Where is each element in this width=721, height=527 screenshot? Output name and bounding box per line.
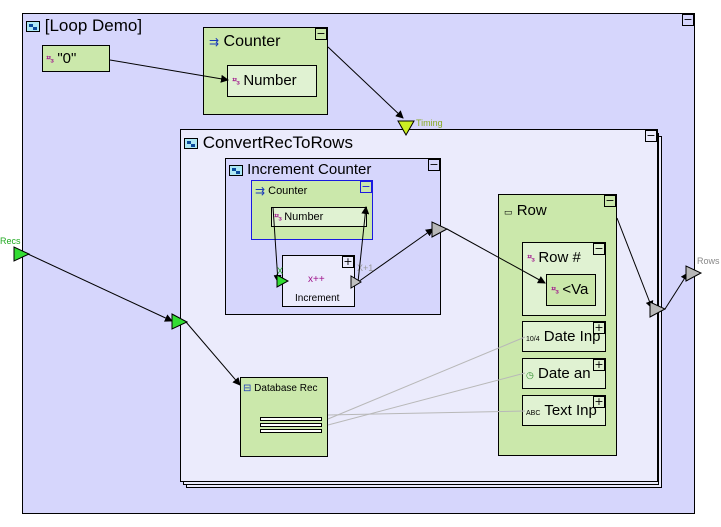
number-icon: ¹²₃ (232, 76, 240, 87)
increment-node[interactable]: x++ Increment + (282, 255, 355, 307)
component-icon (184, 138, 198, 150)
recs-input-port[interactable] (13, 246, 31, 262)
increment-in-label: X (277, 266, 284, 276)
row-title: Row (516, 202, 547, 219)
number-list-icon: ¹²₃ (46, 54, 54, 65)
datetime-input-field[interactable]: ◷ Date an + (522, 358, 606, 389)
text-input-field[interactable]: ABC Text Inp + (522, 395, 606, 426)
increment-out-label: X+1 (357, 263, 374, 273)
number-icon: ¹²₃ (527, 253, 535, 264)
increment-label: Increment (295, 293, 340, 304)
timing-port[interactable] (397, 120, 415, 137)
row-number-value[interactable]: ¹²₃ <Va (546, 274, 596, 306)
rows-output-port[interactable] (685, 265, 703, 282)
row-node[interactable]: ▭ Row − ¹²₃ Row # − ¹²₃ <Va 10/4 Date In… (498, 194, 617, 456)
expand-button[interactable]: + (593, 395, 605, 408)
number-icon: ¹²₃ (551, 285, 559, 296)
collapse-button[interactable]: − (604, 194, 616, 207)
collapse-button[interactable]: − (428, 158, 440, 171)
collapse-button[interactable]: − (360, 180, 372, 193)
wire[interactable] (357, 228, 434, 283)
row-icon: ▭ (504, 207, 513, 217)
database-record-node[interactable]: ⊟ Database Rec (240, 377, 328, 457)
collapse-button[interactable]: − (315, 27, 327, 40)
expand-button[interactable]: + (593, 321, 605, 334)
collapse-button[interactable]: − (645, 129, 657, 142)
field-bar (260, 417, 322, 421)
wire[interactable] (327, 372, 526, 426)
inner-counter-node[interactable]: ⇉ Counter − ¹²₃ Number (251, 180, 373, 240)
wire[interactable] (327, 410, 526, 416)
expand-button[interactable]: + (342, 255, 354, 268)
number-field[interactable]: ¹²₃ Number (271, 207, 367, 227)
loop-demo-title: [Loop Demo] (26, 16, 142, 36)
increment-counter-out-port[interactable] (431, 221, 449, 238)
convert-title: ConvertRecToRows (202, 133, 353, 152)
number-field[interactable]: ¹²₃ Number (227, 65, 317, 97)
rows-port-label: Rows (697, 256, 720, 266)
wire[interactable] (272, 206, 282, 283)
wire[interactable] (664, 272, 689, 310)
wire[interactable] (446, 228, 546, 284)
component-icon (229, 164, 243, 176)
text-input-icon: ABC (526, 410, 541, 417)
field-bar (260, 429, 322, 433)
collapse-button[interactable]: − (593, 242, 605, 255)
wire[interactable] (27, 253, 173, 322)
structure-icon: ⇉ (255, 184, 266, 198)
row-number-field[interactable]: ¹²₃ Row # − ¹²₃ <Va (522, 242, 606, 316)
date-input-icon: 10/4 (526, 336, 540, 343)
date-input-field[interactable]: 10/4 Date Inp + (522, 321, 606, 352)
collapse-button[interactable]: − (682, 13, 694, 26)
component-icon (26, 21, 40, 33)
counter-title: Counter (223, 33, 281, 50)
rows-inner-port[interactable] (649, 301, 667, 318)
datetime-input-icon: ◷ (526, 370, 534, 380)
counter-node[interactable]: ⇉ Counter − ¹²₃ Number (203, 27, 328, 115)
timing-port-label: Timing (416, 118, 443, 128)
expand-button[interactable]: + (593, 358, 605, 371)
wire[interactable] (109, 59, 229, 83)
wire[interactable] (327, 336, 526, 420)
field-bar (260, 423, 322, 427)
increment-symbol: x++ (308, 274, 325, 285)
increment-out-port[interactable] (350, 275, 362, 289)
recs-port-label: Recs (0, 236, 21, 246)
wire[interactable] (185, 321, 241, 386)
structure-icon: ⇉ (209, 34, 220, 49)
constant-node[interactable]: ¹²₃ "0" (42, 45, 110, 72)
wire[interactable] (327, 46, 404, 119)
constant-value: "0" (57, 50, 77, 67)
database-icon: ⊟ (243, 383, 252, 394)
increment-counter-title: Increment Counter (247, 161, 372, 178)
wire[interactable] (616, 217, 654, 309)
wire[interactable] (357, 206, 370, 283)
recs-inner-port[interactable] (171, 313, 189, 330)
number-icon: ¹²₃ (274, 212, 282, 223)
increment-in-port[interactable] (276, 274, 290, 288)
